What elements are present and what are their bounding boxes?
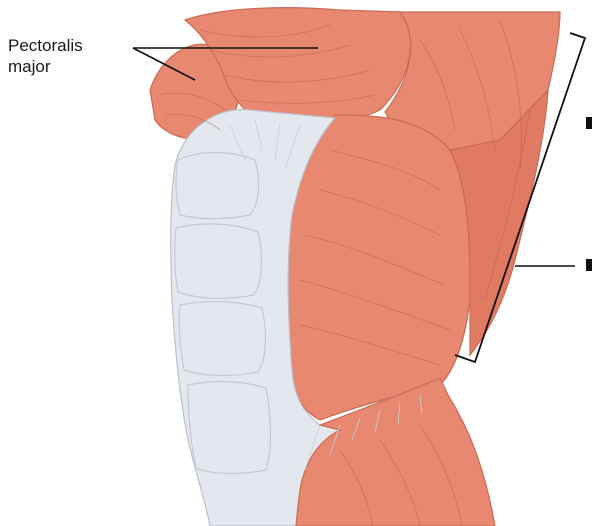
label-fragment-upper bbox=[586, 117, 592, 129]
pectoralis-major-label-line2: major bbox=[8, 57, 51, 77]
label-fragment-lower bbox=[586, 259, 592, 271]
pectoralis-major-label-line1: Pectoralis bbox=[8, 36, 83, 56]
external-oblique-muscle bbox=[287, 115, 470, 420]
